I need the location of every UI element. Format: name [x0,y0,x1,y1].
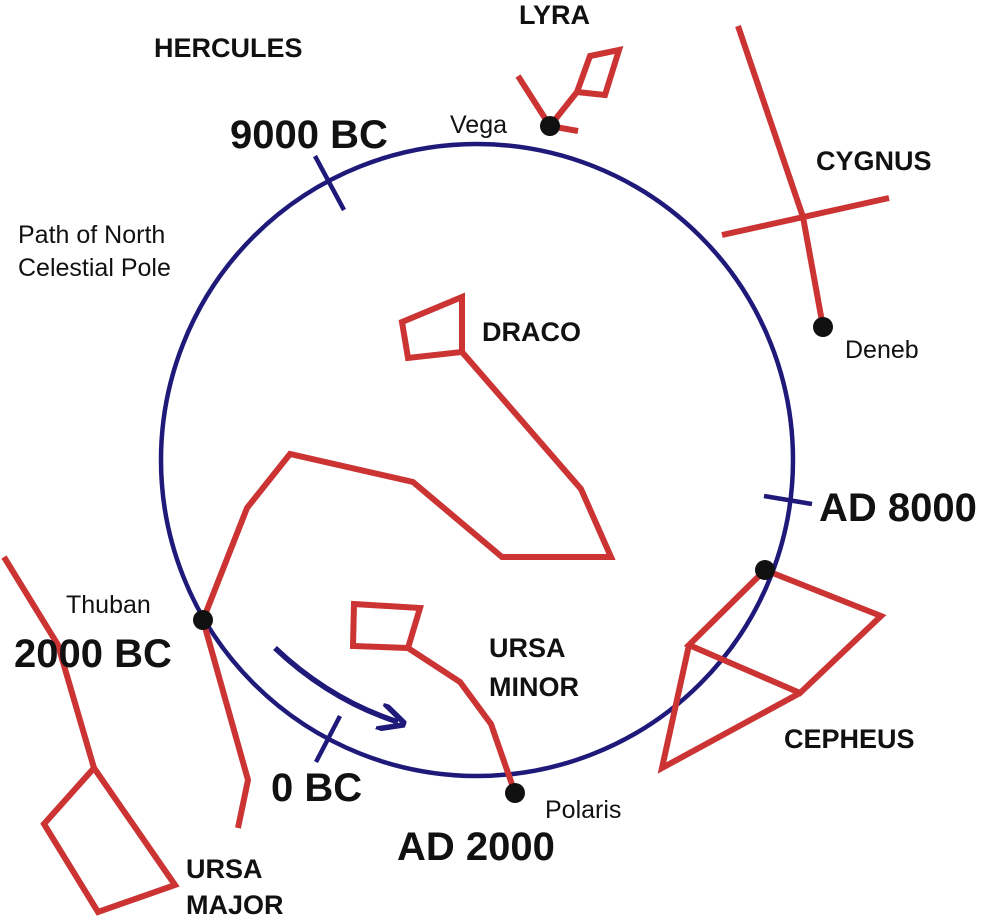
label-ursa-minor-2: MINOR [489,672,579,702]
ursa-minor-figure [349,600,518,794]
direction-arrow [273,646,398,722]
label-ursa-major-1: URSA [186,854,263,884]
label-deneb: Deneb [845,336,919,364]
polaris-star [505,783,525,803]
tick-9000-bc [313,154,346,212]
deneb-star [813,317,833,337]
draco-figure [200,292,616,622]
ursa-major-figure [1,555,252,916]
label-vega: Vega [450,111,507,139]
tick-ad-8000 [763,493,813,507]
label-cepheus: CEPHEUS [784,724,915,754]
label-lyra: LYRA [519,0,590,30]
label-ad-8000: AD 8000 [819,486,977,530]
tick-0-bc [314,714,342,764]
label-cygnus: CYGNUS [816,146,932,176]
path-label-line2: Celestial Pole [18,254,171,282]
label-ursa-minor-1: URSA [489,633,566,663]
precession-circle [158,141,796,779]
path-label-line1: Path of North [18,221,165,249]
label-thuban: Thuban [66,591,151,619]
label-9000-bc: 9000 BC [230,113,388,157]
lyra-figure [515,46,624,134]
label-hercules: HERCULES [154,33,303,63]
label-ad-2000: AD 2000 [397,825,555,869]
cepheus-star [755,560,775,580]
thuban-star [193,610,213,630]
cygnus-figure [721,25,890,328]
label-ursa-major-2: MAJOR [186,890,284,920]
label-2000-bc: 2000 BC [14,632,172,676]
vega-star [540,116,560,136]
label-0-bc: 0 BC [271,766,362,810]
cepheus-figure [657,566,887,774]
label-polaris: Polaris [545,796,621,824]
label-draco: DRACO [482,317,581,347]
